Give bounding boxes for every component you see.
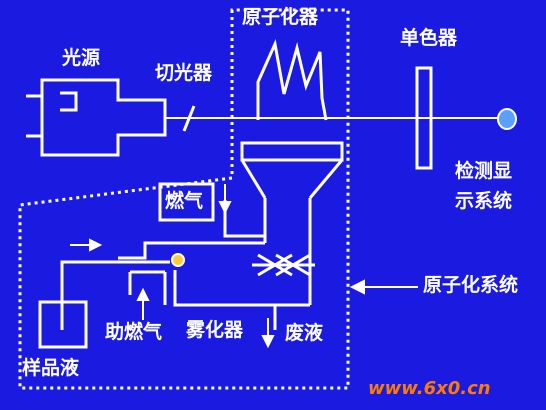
detector-icon	[497, 108, 517, 130]
mixing-chamber-top	[118, 241, 265, 260]
atomization-system-boundary	[18, 8, 350, 390]
label-waste: 废液	[285, 322, 324, 344]
waste-arrow-head	[261, 335, 275, 349]
label-chopper: 切光器	[155, 62, 213, 84]
oxidant-arrow-head	[136, 287, 150, 301]
burner-funnel-right	[308, 159, 344, 199]
fuel-gas-tube	[223, 200, 265, 238]
label-monochromator: 单色器	[400, 27, 458, 49]
label-fuel-gas: 燃气	[165, 190, 204, 212]
label-detector-line2: 示系统	[455, 190, 513, 212]
label-detector-line1: 检测显	[455, 160, 513, 182]
label-nebulizer: 雾化器	[186, 319, 244, 341]
label-sample: 样品液	[22, 357, 80, 379]
label-light-source: 光源	[62, 47, 101, 69]
burner-head	[240, 141, 344, 162]
pointer-arrow-head	[349, 279, 365, 295]
fuel-arrow-head	[218, 201, 232, 215]
label-atomizer: 原子化器	[242, 6, 319, 28]
sample-beaker	[38, 300, 88, 349]
mixing-chamber-bottom	[173, 270, 310, 307]
lamp-body	[40, 78, 167, 157]
label-atomization-system: 原子化系统	[423, 274, 519, 296]
burner-funnel-left	[240, 159, 267, 199]
sample-flow-arrow-head	[89, 238, 103, 252]
oxidant-tube	[128, 270, 167, 305]
watermark: www.6x0.cn	[368, 378, 491, 399]
burner-neck	[263, 198, 312, 305]
spoiler-baffles	[252, 253, 315, 277]
flame-icon	[256, 38, 328, 121]
fuel-gas-box	[158, 182, 215, 222]
lamp-inner-bracket	[60, 91, 78, 112]
sample-capillary	[60, 260, 170, 330]
label-oxidant: 助燃气	[105, 321, 163, 343]
nebulizer-tip-icon	[171, 253, 185, 267]
